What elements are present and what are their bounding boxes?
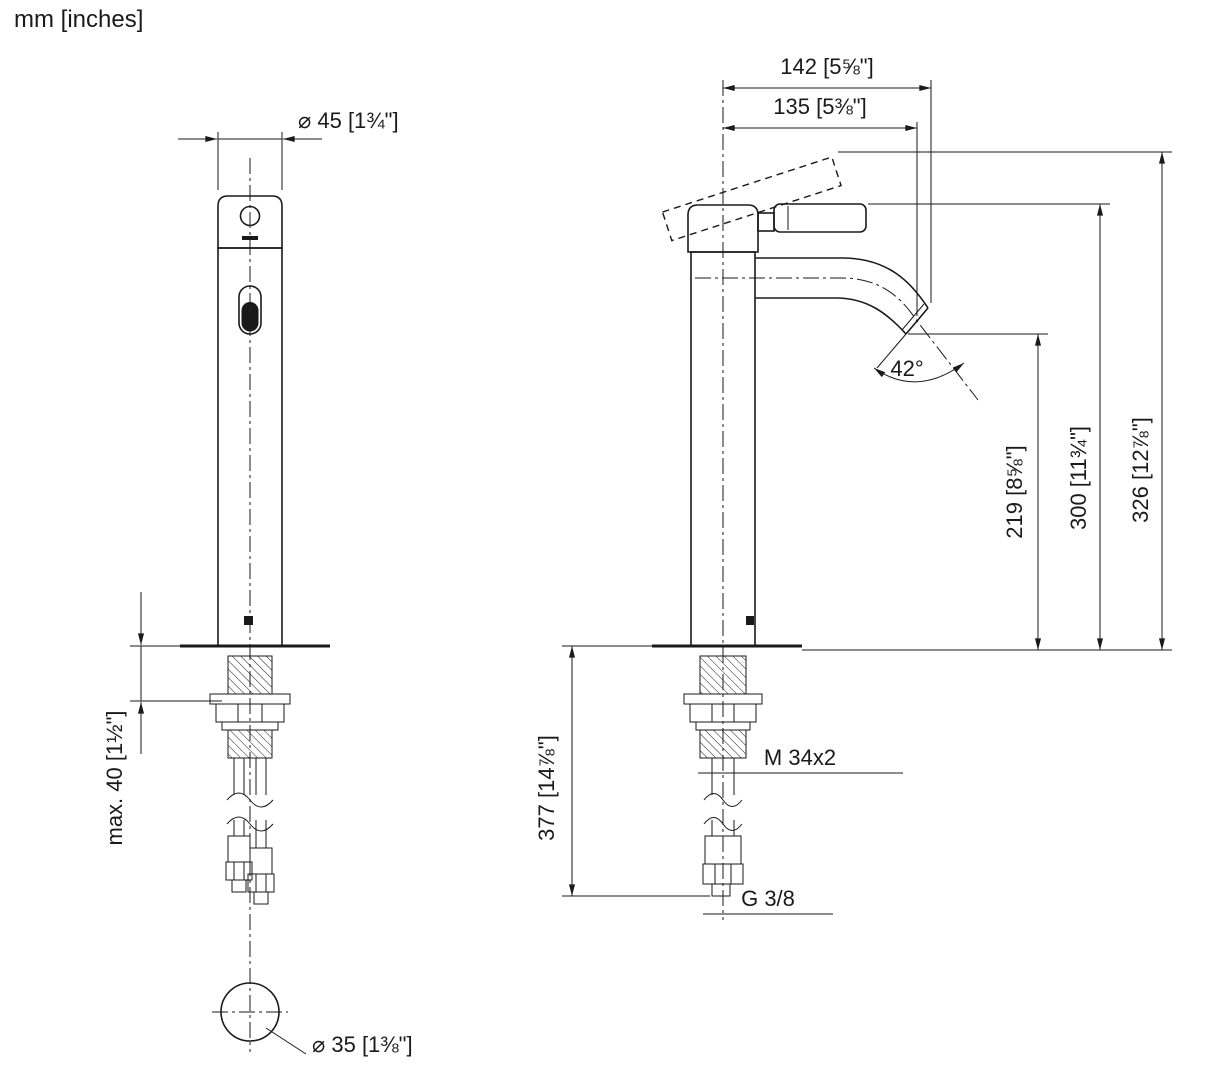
side-lever-handle <box>757 203 867 233</box>
angle-label: 42° <box>890 356 923 381</box>
side-view: 42° <box>534 54 1172 920</box>
front-hose-fittings <box>225 835 275 905</box>
projection-142-label: 142 [5⅝"] <box>780 54 873 79</box>
height-326-label: 326 [12⅞"] <box>1128 417 1153 523</box>
front-max-thickness-label: max. 40 [1½"] <box>102 711 127 846</box>
front-base-circle: ⌀ 35 [1⅜"] <box>220 982 413 1057</box>
front-dim-top-diameter: ⌀ 45 [1¾"] <box>178 108 399 190</box>
thread-label: M 34x2 <box>764 745 836 770</box>
side-dim-projection-135: 135 [5⅜"] <box>723 94 918 316</box>
front-top-diameter-label: ⌀ 45 [1¾"] <box>298 108 399 133</box>
front-supply-hoses <box>226 758 274 848</box>
front-lever-slot <box>241 302 259 332</box>
side-dim-height-219: 219 [8⅝"] <box>908 333 1048 650</box>
side-dim-below-377: 377 [14⅞"] <box>534 645 710 897</box>
side-dim-projection-142: 142 [5⅝"] <box>723 54 932 303</box>
spout-angle-annotation: 42° <box>873 333 965 383</box>
spout-axis-centerline <box>695 277 979 401</box>
front-base-diameter-label: ⌀ 35 [1⅜"] <box>312 1032 413 1057</box>
side-supply-hose <box>703 758 743 836</box>
front-dim-max-thickness: max. 40 [1½"] <box>102 592 222 846</box>
side-dim-height-300: 300 [11¾"] <box>868 203 1110 650</box>
below-377-label: 377 [14⅞"] <box>534 735 559 841</box>
mounting-thread-callout: M 34x2 <box>698 745 903 774</box>
height-219-label: 219 [8⅝"] <box>1002 445 1027 538</box>
units-label: mm [inches] <box>14 6 143 33</box>
projection-135-label: 135 [5⅜"] <box>773 94 866 119</box>
front-centerline <box>212 158 288 1052</box>
side-lever-raised-dashed <box>661 156 842 242</box>
supply-connection-callout: G 3/8 <box>703 886 833 915</box>
side-dim-height-326: 326 [12⅞"] <box>838 151 1172 650</box>
side-hose-fitting <box>702 835 744 897</box>
front-view: ⌀ 45 [1¾"] max. 40 [1½"] ⌀ 35 [1⅜"] <box>102 108 413 1057</box>
height-300-label: 300 [11¾"] <box>1066 426 1091 530</box>
side-spout <box>755 257 929 335</box>
connection-label: G 3/8 <box>741 886 795 911</box>
side-mounting-shank <box>683 655 763 759</box>
front-mounting-shank <box>209 655 291 759</box>
